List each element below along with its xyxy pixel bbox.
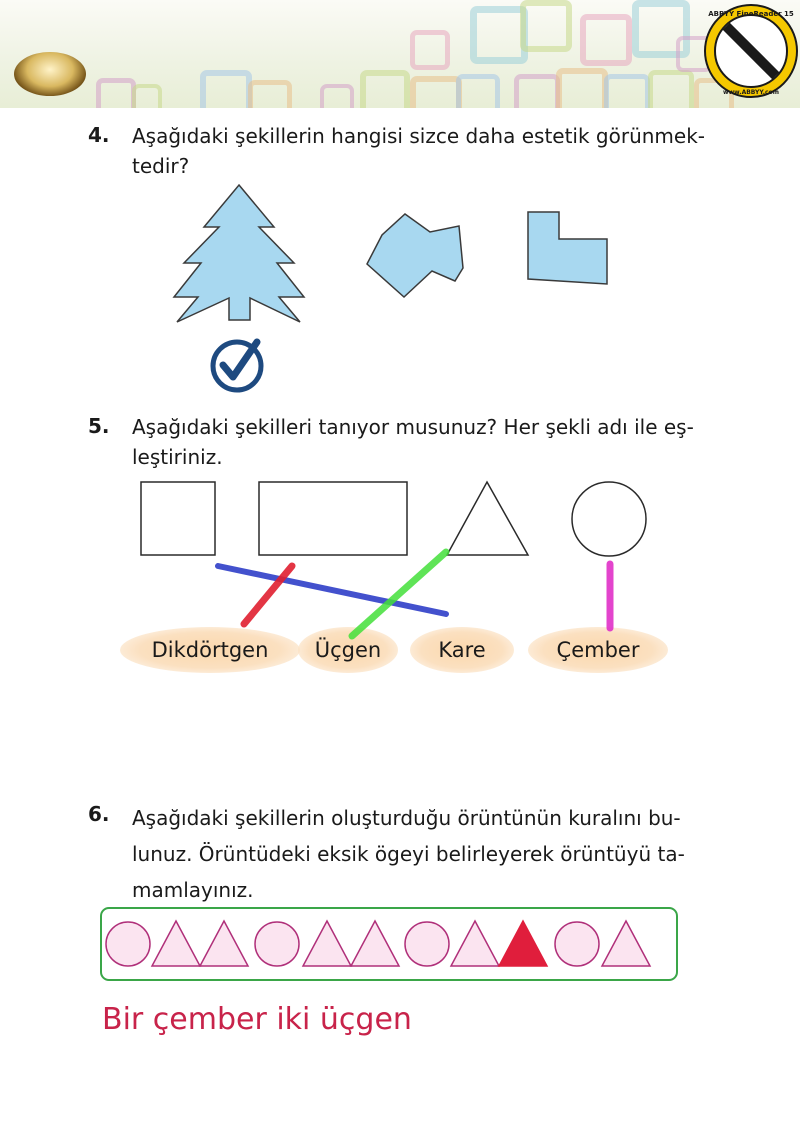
pattern-shapes bbox=[105, 919, 652, 967]
irregular-polygon-shape[interactable] bbox=[366, 213, 464, 299]
decor-square bbox=[132, 84, 162, 108]
rectangle-shape[interactable] bbox=[258, 481, 408, 556]
match-line-square-kare[interactable] bbox=[215, 563, 449, 617]
publisher-logo bbox=[14, 52, 86, 96]
q4-line: Aşağıdaki şekillerin hangisi sizce daha … bbox=[132, 124, 706, 148]
q4-shapes bbox=[172, 183, 608, 393]
q6-line: Aşağıdaki şekillerin oluşturduğu örüntün… bbox=[132, 806, 681, 830]
pattern-circle[interactable] bbox=[254, 921, 300, 967]
decor-square bbox=[248, 80, 292, 108]
decor-square bbox=[556, 68, 608, 108]
decor-square bbox=[456, 74, 500, 108]
square-shape[interactable] bbox=[140, 481, 216, 556]
handwritten-answer: Bir çember iki üçgen bbox=[102, 1002, 412, 1037]
name-label-dikdortgen[interactable]: Dikdörtgen bbox=[120, 627, 300, 673]
q4-line: tedir? bbox=[132, 154, 190, 178]
decor-square bbox=[200, 70, 252, 108]
tree-shape[interactable] bbox=[172, 183, 306, 323]
pattern-circle[interactable] bbox=[105, 921, 151, 967]
pattern-box bbox=[100, 907, 678, 981]
pattern-triangle[interactable] bbox=[301, 919, 353, 967]
pattern-triangle[interactable] bbox=[198, 919, 250, 967]
decor-square bbox=[648, 70, 694, 108]
q5-line: Aşağıdaki şekilleri tanıyor musunuz? Her… bbox=[132, 415, 694, 439]
q5-shapes bbox=[140, 480, 647, 557]
pattern-filled-triangle[interactable] bbox=[497, 919, 549, 967]
q6-number: 6. bbox=[88, 802, 110, 826]
header-banner: ABBYY FineReader 15 Click here to buy ww… bbox=[0, 0, 800, 108]
decor-square bbox=[520, 0, 572, 52]
decor-square bbox=[96, 78, 136, 108]
match-line-triangle-ucgen[interactable] bbox=[348, 548, 450, 640]
selected-check-icon bbox=[210, 338, 264, 393]
pattern-triangle[interactable] bbox=[349, 919, 401, 967]
decor-square bbox=[632, 0, 690, 58]
pattern-triangle[interactable] bbox=[150, 919, 202, 967]
name-label-kare[interactable]: Kare bbox=[410, 627, 514, 673]
watermark-brand: ABBYY FineReader 15 bbox=[708, 10, 794, 18]
name-label-ucgen[interactable]: Üçgen bbox=[298, 627, 398, 673]
decor-square bbox=[410, 30, 450, 70]
l-shape[interactable] bbox=[527, 211, 608, 285]
name-label-cember[interactable]: Çember bbox=[528, 627, 668, 673]
match-line-rectangle-dikdortgen[interactable] bbox=[240, 562, 296, 628]
q6-line: lunuz. Örüntüdeki eksik ögeyi belirleyer… bbox=[132, 842, 685, 866]
q6-text: Aşağıdaki şekillerin oluşturduğu örüntün… bbox=[132, 800, 685, 908]
q6-line: mamlayınız. bbox=[132, 878, 254, 902]
q4-text: Aşağıdaki şekillerin hangisi sizce daha … bbox=[132, 121, 705, 181]
pattern-circle[interactable] bbox=[554, 921, 600, 967]
pattern-circle[interactable] bbox=[404, 921, 450, 967]
watermark-url: www.ABBYY.com bbox=[723, 89, 779, 96]
q5-text: Aşağıdaki şekilleri tanıyor musunuz? Her… bbox=[132, 412, 694, 472]
circle-shape[interactable] bbox=[571, 481, 647, 557]
watermark-badge[interactable]: ABBYY FineReader 15 Click here to buy ww… bbox=[702, 2, 800, 100]
q5-number: 5. bbox=[88, 414, 110, 438]
q4-number: 4. bbox=[88, 123, 110, 147]
q5-match-lines bbox=[215, 548, 614, 640]
triangle-shape[interactable] bbox=[445, 480, 530, 556]
decor-square bbox=[320, 84, 354, 108]
decor-square bbox=[514, 74, 560, 108]
decor-square bbox=[410, 76, 462, 108]
q5-line: leştiriniz. bbox=[132, 445, 223, 469]
pattern-triangle[interactable] bbox=[600, 919, 652, 967]
decor-square bbox=[580, 14, 632, 66]
decor-square bbox=[604, 74, 650, 108]
decor-square bbox=[360, 70, 410, 108]
pattern-triangle[interactable] bbox=[449, 919, 501, 967]
